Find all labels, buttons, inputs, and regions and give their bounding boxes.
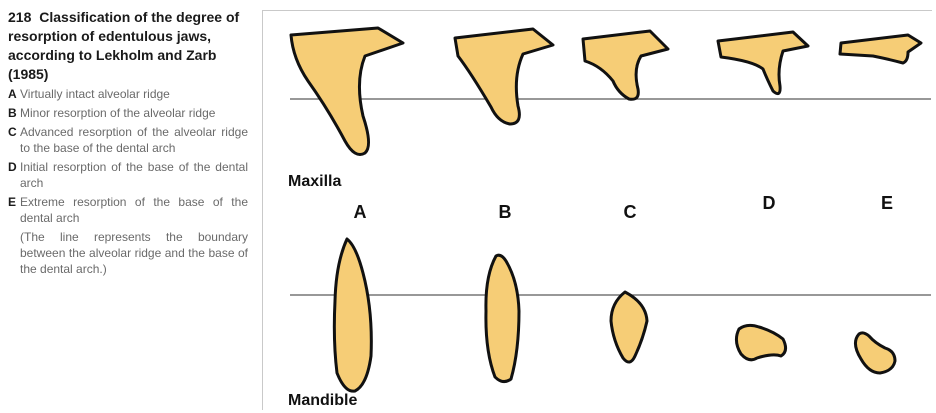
legend-letter: B (8, 105, 20, 121)
maxilla-shape-e (840, 35, 921, 63)
legend-letter: D (8, 159, 20, 191)
legend-text: Advanced resorption of the alveolar ridg… (20, 124, 248, 156)
class-label-c: C (624, 202, 637, 222)
legend-text: Extreme resorption of the base of the de… (20, 194, 248, 226)
figure-caption: 218 Classification of the degree of reso… (8, 8, 248, 408)
maxilla-shape-b (455, 29, 553, 124)
mandible-shape-d (736, 325, 785, 359)
mandible-shape-a (334, 239, 371, 391)
legend-letter: A (8, 86, 20, 102)
mandible-shape-b (486, 255, 519, 381)
figure-number: 218 (8, 9, 31, 25)
legend-item-d: D Initial resorption of the base of the … (8, 159, 248, 191)
class-label-b: B (499, 202, 512, 222)
class-label-e: E (881, 193, 893, 213)
legend-note: (The line represents the boundary betwee… (8, 229, 248, 277)
legend-text: Initial resorption of the base of the de… (20, 159, 248, 191)
mandible-shape-c (611, 292, 647, 362)
legend-item-b: B Minor resorption of the alveolar ridge (8, 105, 248, 121)
mandible-label: Mandible (288, 392, 357, 409)
maxilla-label: Maxilla (288, 173, 341, 190)
legend-text: Virtually intact alveolar ridge (20, 86, 248, 102)
class-label-d: D (763, 193, 776, 213)
caption-title: 218 Classification of the degree of reso… (8, 8, 248, 84)
legend-item-c: C Advanced resorption of the alveolar ri… (8, 124, 248, 156)
maxilla-shape-c (583, 31, 668, 99)
legend-letter: C (8, 124, 20, 156)
maxilla-shape-a (291, 28, 403, 155)
legend-item-a: A Virtually intact alveolar ridge (8, 86, 248, 102)
class-label-a: A (354, 202, 367, 222)
maxilla-shape-d (718, 32, 808, 94)
mandible-shape-e (855, 333, 895, 373)
legend-item-e: E Extreme resorption of the base of the … (8, 194, 248, 226)
resorption-figure: Maxilla Mandible A B C D E (262, 10, 932, 410)
legend-letter: E (8, 194, 20, 226)
caption-title-text: Classification of the degree of resorpti… (8, 9, 239, 82)
resorption-diagram: Maxilla Mandible A B C D E (263, 11, 933, 411)
legend-text: Minor resorption of the alveolar ridge (20, 105, 248, 121)
